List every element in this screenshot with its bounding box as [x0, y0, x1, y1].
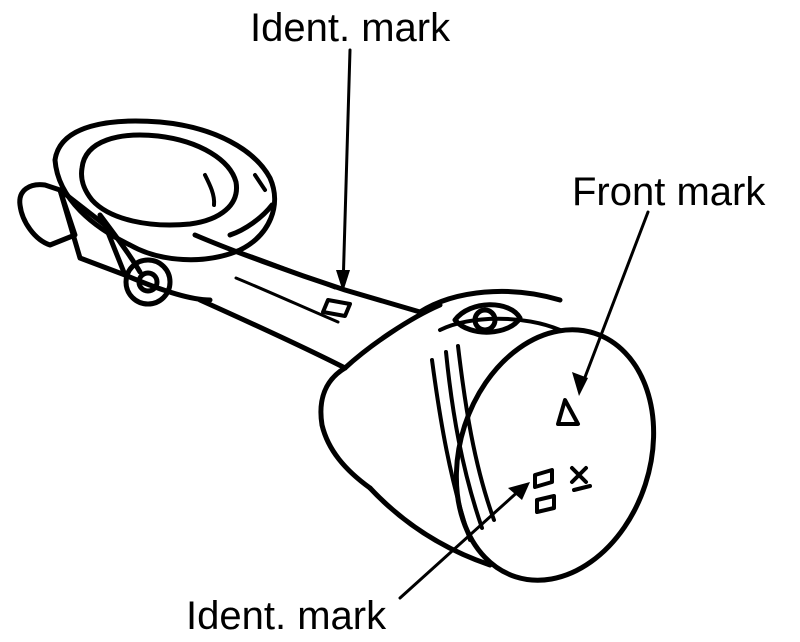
piston: [318, 288, 657, 583]
leader-front-mark: [580, 210, 650, 387]
arrowhead-piston: [508, 482, 530, 500]
piston-ident-mark-2: [535, 494, 556, 514]
leader-lines: [341, 48, 650, 600]
front-mark-label: Front mark: [572, 170, 766, 214]
rod-shank: [192, 232, 423, 371]
arrowhead-front: [572, 372, 588, 396]
rod-big-end: [17, 118, 277, 307]
piston-ident-mark-1: [533, 468, 554, 489]
ident-mark-rod-label: Ident. mark: [250, 6, 451, 50]
rod-ident-mark: [321, 298, 352, 318]
leader-rod-ident: [341, 48, 352, 290]
arrowhead-rod: [336, 270, 350, 292]
piston-ident-mark-3: [570, 466, 592, 492]
ident-mark-piston-label: Ident. mark: [186, 594, 387, 638]
leader-piston-ident: [398, 486, 524, 600]
front-mark-triangle: [556, 398, 580, 426]
